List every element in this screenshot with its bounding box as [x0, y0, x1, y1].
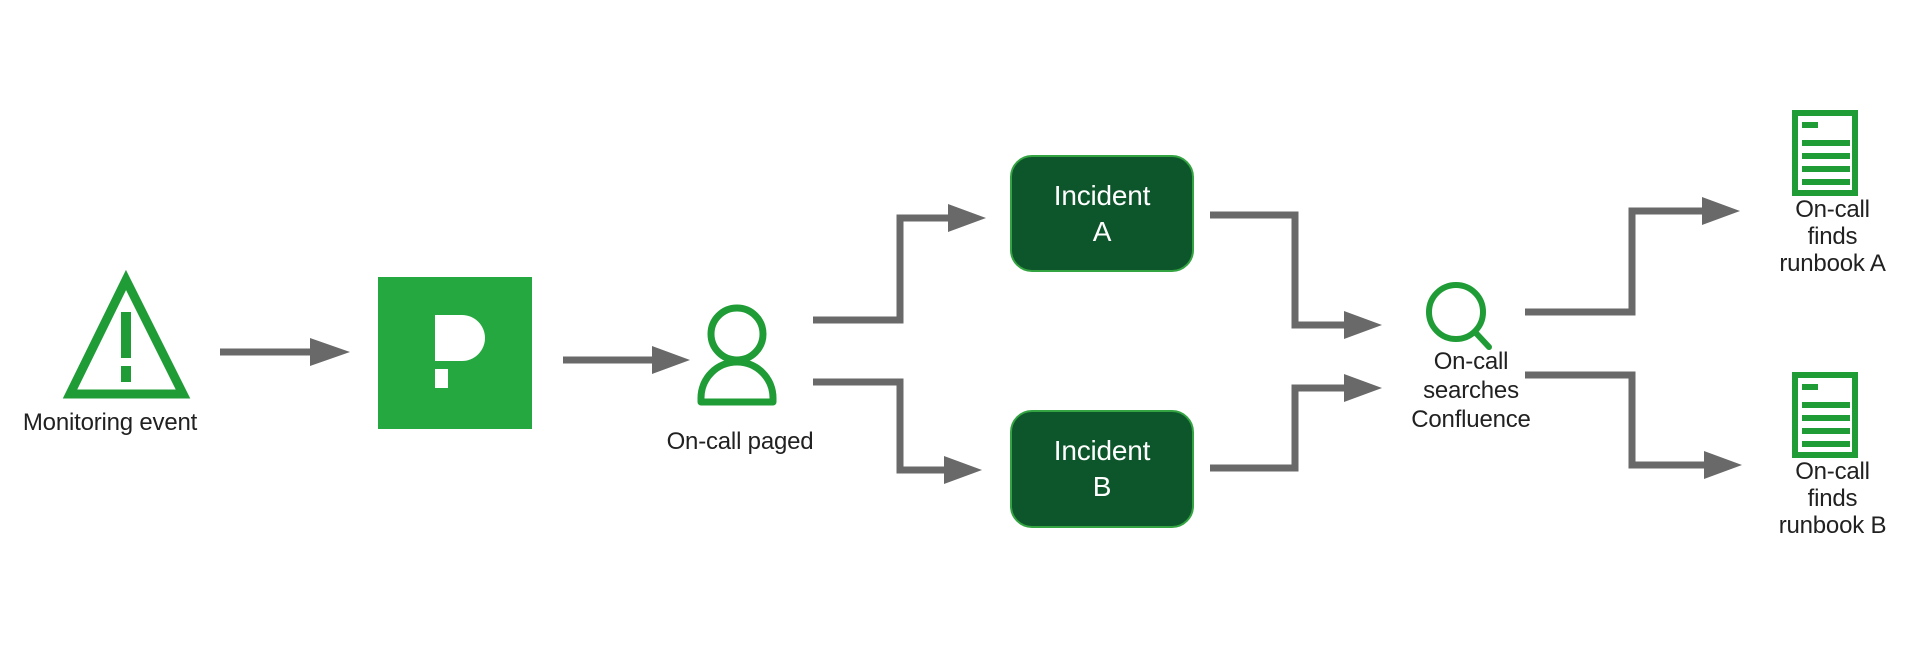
search-confluence-label: On-call searches Confluence — [1381, 347, 1561, 434]
document-icon — [1792, 372, 1858, 458]
pagerduty-p-glyph — [435, 315, 485, 388]
runbook-b-line1: On-call — [1795, 458, 1870, 485]
incident-b-line1: Incident — [1053, 435, 1151, 466]
arrow-search-to-runbook-a — [1525, 197, 1740, 316]
incident-a-box: Incident A — [1010, 155, 1194, 272]
search-icon — [1426, 282, 1492, 350]
runbook-b-line3: runbook B — [1778, 512, 1887, 539]
incident-a-line1: Incident — [1053, 179, 1151, 211]
incident-b-box: Incident B — [1010, 410, 1194, 528]
pagerduty-logo — [378, 277, 532, 429]
arrow-oncall-to-incident-a — [813, 204, 986, 324]
runbook-a-label: On-call finds runbook A — [1745, 196, 1920, 277]
search-label-line1: On-call — [1433, 348, 1509, 375]
arrow-incident-a-to-search — [1210, 211, 1382, 339]
arrow-pagerduty-to-oncall — [563, 346, 690, 374]
runbook-b-label: On-call finds runbook B — [1745, 458, 1920, 539]
runbook-b-line2: finds — [1807, 485, 1858, 512]
monitoring-event-label: Monitoring event — [22, 409, 198, 436]
warning-triangle-icon — [62, 269, 191, 399]
oncall-paged-label: On-call paged — [666, 428, 814, 455]
arrow-monitoring-to-pagerduty — [220, 338, 350, 366]
runbook-a-line3: runbook A — [1779, 250, 1886, 277]
arrow-search-to-runbook-b — [1525, 371, 1742, 479]
incident-a-line2: A — [1092, 215, 1112, 247]
search-label-line3: Confluence — [1411, 406, 1531, 433]
document-icon — [1792, 110, 1858, 196]
person-icon — [697, 304, 777, 406]
incident-b-line2: B — [1092, 471, 1112, 502]
runbook-a-line1: On-call — [1795, 196, 1870, 223]
search-label-line2: searches — [1423, 377, 1519, 404]
arrow-oncall-to-incident-b — [813, 378, 982, 484]
arrow-incident-b-to-search — [1210, 374, 1382, 472]
runbook-a-line2: finds — [1807, 223, 1858, 250]
